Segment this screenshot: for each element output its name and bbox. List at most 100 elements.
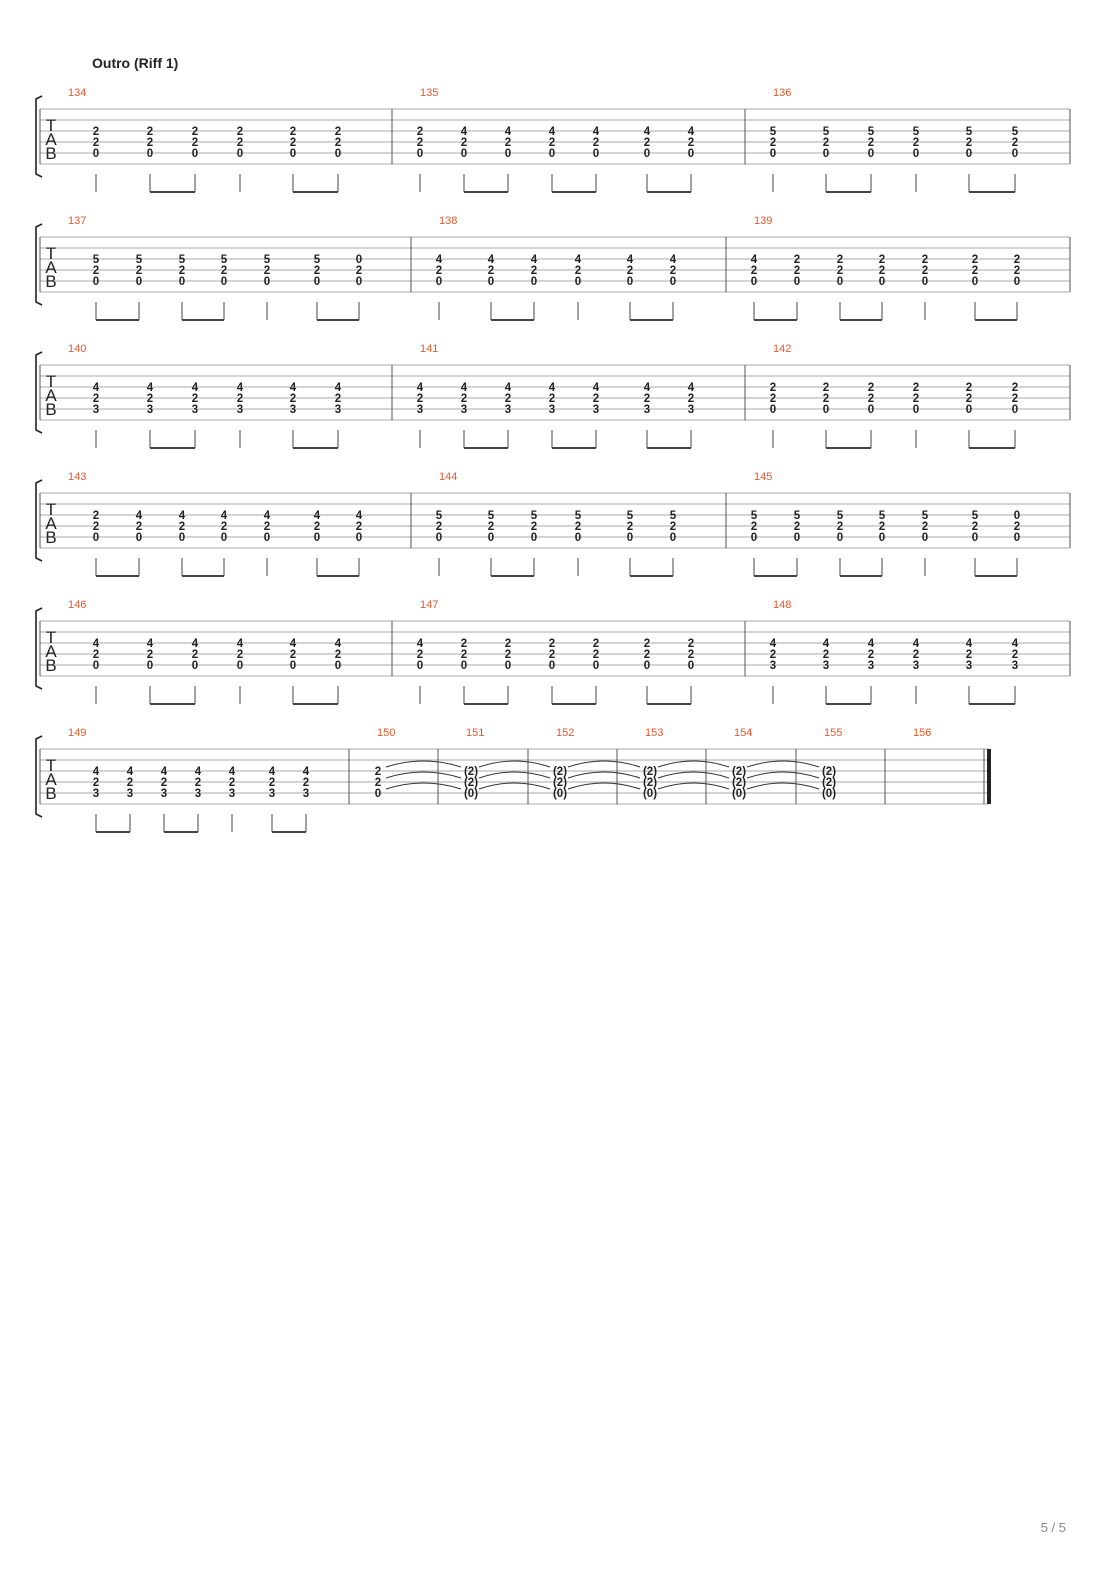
fret-number: 0 (823, 148, 829, 160)
fret-number: 5 (972, 510, 979, 522)
fret-number: 4 (192, 382, 199, 394)
measure-number: 151 (466, 727, 484, 739)
fret-number: 4 (549, 382, 556, 394)
fret-number: 2 (593, 649, 599, 661)
fret-number: (0) (732, 788, 746, 800)
fret-number: 4 (488, 254, 495, 266)
fret-number: 2 (823, 649, 829, 661)
fret-number: 2 (237, 393, 243, 405)
fret-number: 3 (549, 404, 555, 416)
tab-clef-letter: T (46, 628, 56, 647)
tab-clef-letter: A (45, 642, 57, 661)
fret-number: 2 (531, 521, 537, 533)
fret-number: 4 (290, 382, 297, 394)
tab-system: TAB1342202202202202202201352204204204204… (35, 87, 1071, 193)
final-barline-thick (987, 749, 991, 804)
fret-number: 0 (436, 532, 442, 544)
fret-number: 2 (417, 137, 423, 149)
fret-number: 2 (335, 137, 341, 149)
fret-number: 0 (417, 148, 423, 160)
fret-number: 4 (461, 382, 468, 394)
tab-clef-letter: A (45, 258, 57, 277)
fret-number: 2 (966, 137, 972, 149)
tab-clef-letter: A (45, 130, 57, 149)
fret-number: 4 (127, 766, 134, 778)
tie-arc (478, 782, 551, 790)
fret-number: 5 (1012, 126, 1019, 138)
tab-system: TAB149423423423423423423423150220151(2)(… (35, 727, 991, 833)
fret-number: 0 (93, 660, 99, 672)
fret-number: 2 (264, 521, 270, 533)
fret-number: 2 (823, 393, 829, 405)
fret-number: 3 (688, 404, 694, 416)
fret-number: 2 (688, 393, 694, 405)
fret-number: 2 (868, 382, 874, 394)
fret-number: 2 (644, 393, 650, 405)
fret-number: 0 (290, 148, 296, 160)
fret-number: 0 (751, 276, 757, 288)
fret-number: 2 (147, 393, 153, 405)
measure-number: 154 (734, 727, 752, 739)
system-bracket (35, 351, 43, 434)
fret-number: 2 (335, 393, 341, 405)
fret-number: 2 (93, 137, 99, 149)
fret-number: 2 (147, 126, 153, 138)
fret-number: 2 (593, 393, 599, 405)
fret-number: 2 (93, 265, 99, 277)
fret-number: 5 (966, 126, 973, 138)
fret-number: 4 (751, 254, 758, 266)
fret-number: 0 (868, 404, 874, 416)
fret-number: 5 (913, 126, 920, 138)
fret-number: 0 (868, 148, 874, 160)
tab-clef-letter: B (45, 656, 56, 675)
tab-clef-letter: T (46, 500, 56, 519)
measure-number: 155 (824, 727, 842, 739)
fret-number: 2 (688, 137, 694, 149)
measure-number: 144 (439, 471, 457, 483)
fret-number: 5 (488, 510, 495, 522)
tie-arc (385, 782, 462, 790)
fret-number: 0 (794, 532, 800, 544)
fret-number: (0) (553, 788, 567, 800)
fret-number: 0 (179, 276, 185, 288)
fret-number: 0 (837, 532, 843, 544)
fret-number: 4 (221, 510, 228, 522)
fret-number: 2 (488, 521, 494, 533)
tab-clef-letter: B (45, 144, 56, 163)
fret-number: 3 (966, 660, 972, 672)
measure-number: 152 (556, 727, 574, 739)
fret-number: 2 (93, 521, 99, 533)
fret-number: 2 (913, 137, 919, 149)
fret-number: 0 (913, 404, 919, 416)
fret-number: 5 (751, 510, 758, 522)
fret-number: 2 (593, 137, 599, 149)
system-bracket (35, 95, 43, 178)
fret-number: 2 (93, 649, 99, 661)
fret-number: 2 (794, 254, 800, 266)
fret-number: 4 (823, 638, 830, 650)
fret-number: 4 (593, 126, 600, 138)
fret-number: 2 (868, 137, 874, 149)
fret-number: 2 (505, 638, 511, 650)
fret-number: 2 (1012, 382, 1018, 394)
fret-number: 2 (192, 137, 198, 149)
fret-number: 0 (436, 276, 442, 288)
fret-number: 0 (1012, 148, 1018, 160)
fret-number: 2 (1014, 521, 1020, 533)
measure-number: 138 (439, 215, 457, 227)
tab-clef-letter: T (46, 756, 56, 775)
fret-number: 2 (237, 137, 243, 149)
tie-arc (478, 760, 551, 768)
measure-number: 143 (68, 471, 86, 483)
fret-number: 4 (147, 382, 154, 394)
fret-number: 0 (627, 276, 633, 288)
tie-arc (657, 771, 730, 779)
fret-number: 2 (436, 265, 442, 277)
fret-number: (0) (822, 788, 836, 800)
fret-number: 2 (1014, 254, 1020, 266)
fret-number: 2 (879, 521, 885, 533)
tie-arc (567, 782, 641, 790)
fret-number: 4 (237, 638, 244, 650)
fret-number: 0 (93, 532, 99, 544)
